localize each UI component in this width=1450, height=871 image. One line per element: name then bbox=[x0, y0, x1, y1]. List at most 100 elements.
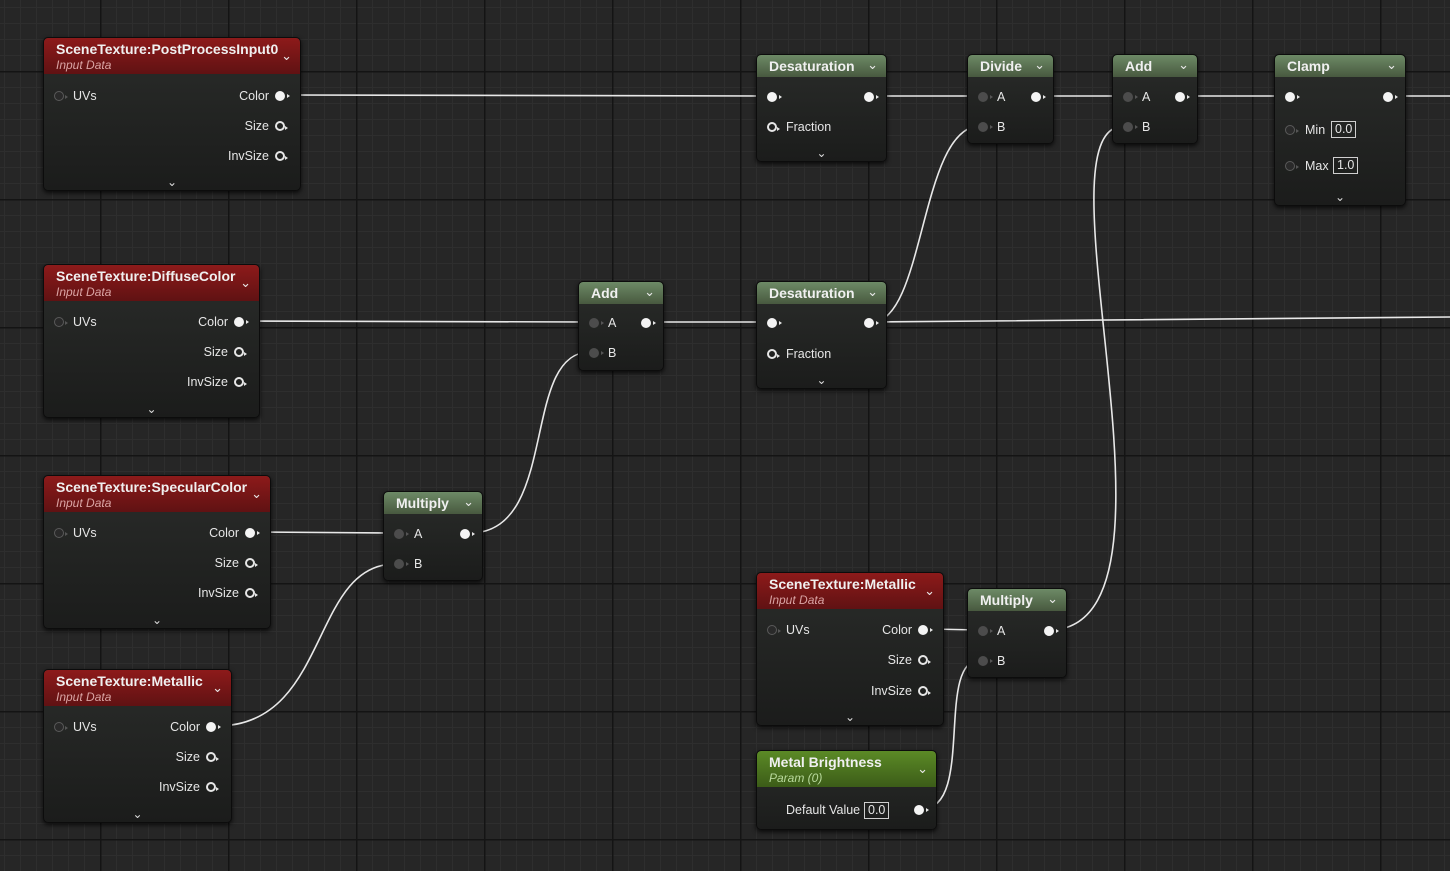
node-header[interactable]: SceneTexture:SpecularColor Input Data ⌄ bbox=[44, 476, 270, 512]
node-scenetexture-specularcolor[interactable]: SceneTexture:SpecularColor Input Data ⌄ … bbox=[43, 475, 271, 629]
a-input-pin[interactable] bbox=[978, 626, 993, 636]
b-input-pin[interactable] bbox=[589, 348, 604, 358]
chevron-down-icon[interactable]: ⌄ bbox=[240, 275, 251, 290]
node-header[interactable]: Metal Brightness Param (0) ⌄ bbox=[757, 751, 936, 787]
node-multiply-right[interactable]: Multiply ⌄ A B bbox=[967, 588, 1067, 678]
b-input-pin[interactable] bbox=[394, 559, 409, 569]
chevron-down-small-icon[interactable]: ⌄ bbox=[1334, 190, 1346, 204]
chevron-down-icon[interactable]: ⌄ bbox=[924, 583, 935, 598]
size-output-pin[interactable] bbox=[234, 347, 247, 357]
chevron-down-icon[interactable]: ⌄ bbox=[644, 284, 655, 299]
chevron-down-icon[interactable]: ⌄ bbox=[251, 486, 262, 501]
uvs-input-pin[interactable] bbox=[54, 317, 68, 327]
min-input-pin[interactable] bbox=[1285, 125, 1299, 135]
node-scenetexture-metallic-right[interactable]: SceneTexture:Metallic Input Data ⌄ UVs C… bbox=[756, 572, 944, 726]
max-value-field[interactable]: 1.0 bbox=[1333, 157, 1359, 174]
node-divide[interactable]: Divide ⌄ A B bbox=[967, 54, 1054, 144]
node-header[interactable]: Divide ⌄ bbox=[968, 55, 1053, 77]
node-header[interactable]: Multiply ⌄ bbox=[384, 492, 482, 514]
size-output-pin[interactable] bbox=[245, 558, 258, 568]
a-input-pin[interactable] bbox=[1123, 92, 1138, 102]
chevron-down-icon[interactable]: ⌄ bbox=[867, 57, 878, 72]
node-scenetexture-diffusecolor[interactable]: SceneTexture:DiffuseColor Input Data ⌄ U… bbox=[43, 264, 260, 418]
node-desaturation-top[interactable]: Desaturation ⌄ Fraction ⌄ bbox=[756, 54, 887, 162]
chevron-down-icon[interactable]: ⌄ bbox=[281, 48, 292, 63]
node-header[interactable]: SceneTexture:Metallic Input Data ⌄ bbox=[44, 670, 231, 706]
size-output-pin[interactable] bbox=[206, 752, 219, 762]
chevron-down-icon[interactable]: ⌄ bbox=[1047, 591, 1058, 606]
input-pin[interactable] bbox=[1285, 92, 1300, 102]
chevron-down-icon[interactable]: ⌄ bbox=[1034, 57, 1045, 72]
invsize-output-pin[interactable] bbox=[918, 686, 931, 696]
node-header[interactable]: Multiply ⌄ bbox=[968, 589, 1066, 611]
color-output-pin[interactable] bbox=[234, 317, 249, 327]
value-output-pin[interactable] bbox=[914, 805, 929, 815]
result-output-pin[interactable] bbox=[864, 92, 879, 102]
chevron-down-icon[interactable]: ⌄ bbox=[1178, 57, 1189, 72]
size-output-pin[interactable] bbox=[918, 655, 931, 665]
chevron-down-icon[interactable]: ⌄ bbox=[1386, 57, 1397, 72]
node-metal-brightness-param[interactable]: Metal Brightness Param (0) ⌄ Default Val… bbox=[756, 750, 937, 830]
color-output-pin[interactable] bbox=[918, 625, 933, 635]
b-input-pin[interactable] bbox=[978, 656, 993, 666]
chevron-down-small-icon[interactable]: ⌄ bbox=[844, 710, 856, 724]
result-output-pin[interactable] bbox=[864, 318, 879, 328]
node-add-top[interactable]: Add ⌄ A B bbox=[1112, 54, 1198, 144]
a-input-pin[interactable] bbox=[978, 92, 993, 102]
chevron-down-small-icon[interactable]: ⌄ bbox=[146, 402, 157, 416]
uvs-input-pin[interactable] bbox=[54, 91, 68, 101]
node-multiply-left[interactable]: Multiply ⌄ A B bbox=[383, 491, 483, 581]
input-pin[interactable] bbox=[767, 92, 782, 102]
fraction-input-pin[interactable] bbox=[767, 349, 780, 359]
b-input-pin[interactable] bbox=[978, 122, 993, 132]
chevron-down-icon[interactable]: ⌄ bbox=[917, 761, 928, 776]
chevron-down-icon[interactable]: ⌄ bbox=[867, 284, 878, 299]
fraction-input-pin[interactable] bbox=[767, 122, 780, 132]
chevron-down-icon[interactable]: ⌄ bbox=[463, 494, 474, 509]
uvs-input-pin[interactable] bbox=[54, 722, 68, 732]
a-input-pin[interactable] bbox=[589, 318, 604, 328]
node-desaturation-mid[interactable]: Desaturation ⌄ Fraction ⌄ bbox=[756, 281, 887, 389]
b-input-pin[interactable] bbox=[1123, 122, 1138, 132]
node-scenetexture-postprocessinput0[interactable]: SceneTexture:PostProcessInput0 Input Dat… bbox=[43, 37, 301, 191]
input-pin[interactable] bbox=[767, 318, 782, 328]
chevron-down-small-icon[interactable]: ⌄ bbox=[816, 373, 827, 387]
chevron-down-small-icon[interactable]: ⌄ bbox=[151, 613, 163, 627]
node-header[interactable]: SceneTexture:Metallic Input Data ⌄ bbox=[757, 573, 943, 609]
min-value-field[interactable]: 0.0 bbox=[1331, 121, 1357, 138]
uvs-input-pin[interactable] bbox=[767, 625, 781, 635]
uvs-input-pin[interactable] bbox=[54, 528, 68, 538]
size-output-pin[interactable] bbox=[275, 121, 288, 131]
node-header[interactable]: Add ⌄ bbox=[1113, 55, 1197, 77]
node-header[interactable]: Clamp ⌄ bbox=[1275, 55, 1405, 77]
invsize-output-pin[interactable] bbox=[234, 377, 247, 387]
node-scenetexture-metallic-left[interactable]: SceneTexture:Metallic Input Data ⌄ UVs C… bbox=[43, 669, 232, 823]
node-header[interactable]: Desaturation ⌄ bbox=[757, 55, 886, 77]
node-header[interactable]: Desaturation ⌄ bbox=[757, 282, 886, 304]
result-output-pin[interactable] bbox=[641, 318, 656, 328]
node-add-mid[interactable]: Add ⌄ A B bbox=[578, 281, 664, 371]
chevron-down-small-icon[interactable]: ⌄ bbox=[132, 807, 143, 821]
result-output-pin[interactable] bbox=[1175, 92, 1190, 102]
color-output-pin[interactable] bbox=[206, 722, 221, 732]
node-clamp[interactable]: Clamp ⌄ Min 0.0 Max 1.0 ⌄ bbox=[1274, 54, 1406, 206]
a-input-pin[interactable] bbox=[394, 529, 409, 539]
node-header[interactable]: Add ⌄ bbox=[579, 282, 663, 304]
color-output-pin[interactable] bbox=[275, 91, 290, 101]
invsize-output-pin[interactable] bbox=[275, 151, 288, 161]
chevron-down-small-icon[interactable]: ⌄ bbox=[166, 175, 178, 189]
chevron-down-small-icon[interactable]: ⌄ bbox=[816, 146, 827, 160]
chevron-down-icon[interactable]: ⌄ bbox=[212, 680, 223, 695]
invsize-output-pin[interactable] bbox=[206, 782, 219, 792]
default-value-field[interactable]: 0.0 bbox=[864, 802, 890, 819]
result-output-pin[interactable] bbox=[1383, 92, 1398, 102]
node-header[interactable]: SceneTexture:PostProcessInput0 Input Dat… bbox=[44, 38, 300, 74]
invsize-output-pin[interactable] bbox=[245, 588, 258, 598]
node-header[interactable]: SceneTexture:DiffuseColor Input Data ⌄ bbox=[44, 265, 259, 301]
color-output-pin[interactable] bbox=[245, 528, 260, 538]
node-subtitle: Input Data bbox=[56, 285, 112, 299]
result-output-pin[interactable] bbox=[1044, 626, 1059, 636]
result-output-pin[interactable] bbox=[1031, 92, 1046, 102]
max-input-pin[interactable] bbox=[1285, 161, 1299, 171]
result-output-pin[interactable] bbox=[460, 529, 475, 539]
